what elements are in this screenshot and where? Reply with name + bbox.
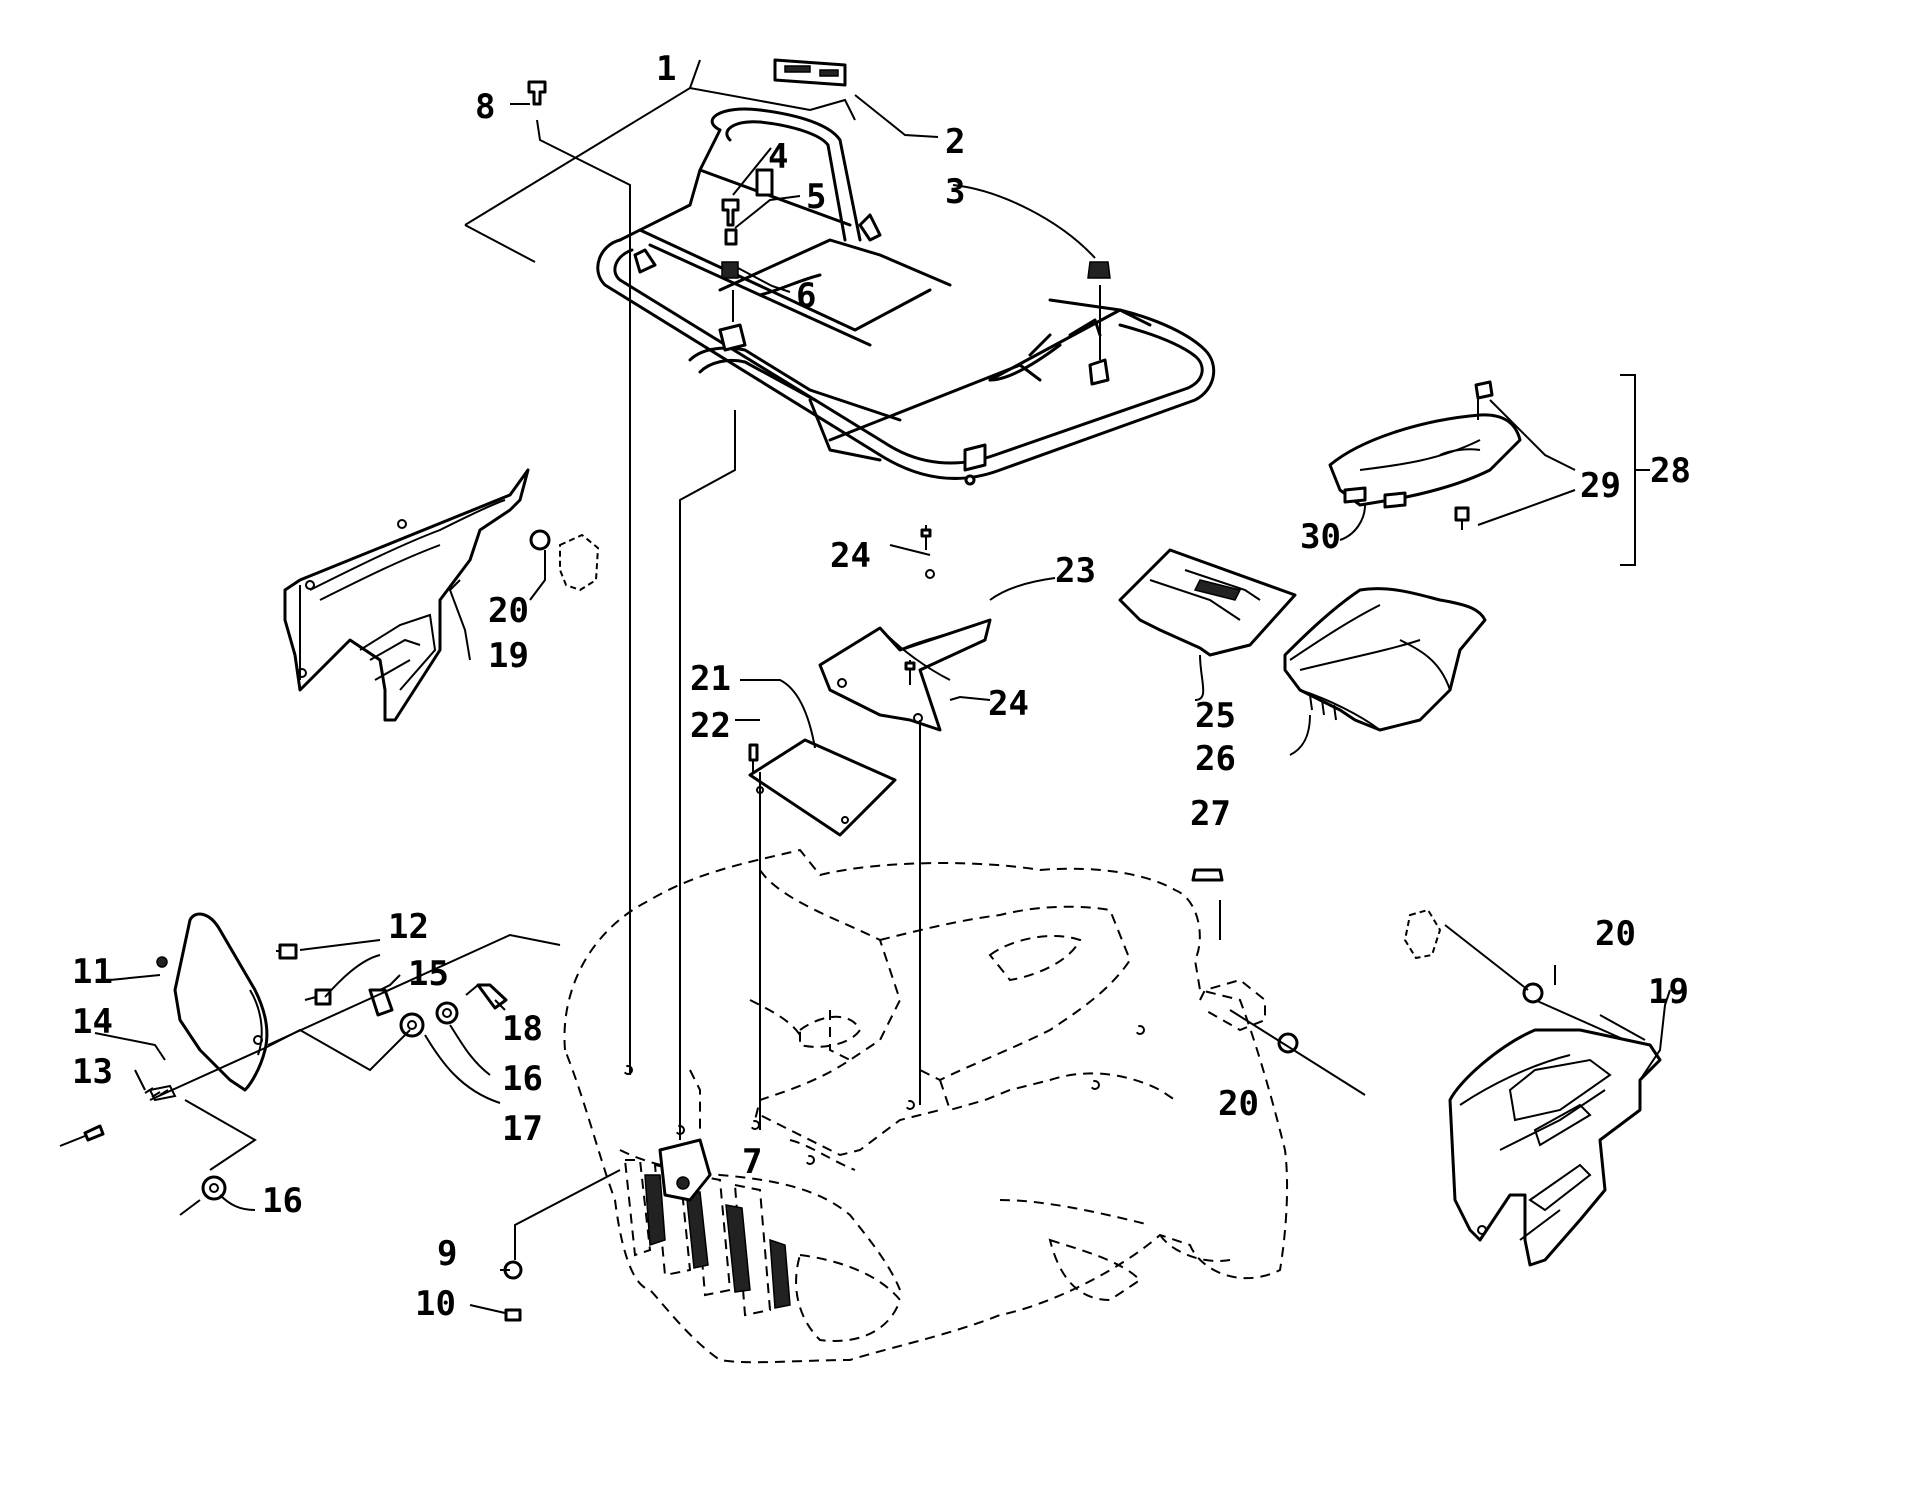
callout-labels: 1 2 3 4 5 6 7 8 9 10 11 12 13 14 15 16 1… xyxy=(72,49,1691,1324)
screw-22 xyxy=(748,743,759,772)
callout-2: 2 xyxy=(945,122,965,162)
callout-23: 23 xyxy=(1055,551,1096,591)
spring-screw-13-14 xyxy=(59,1084,177,1147)
push-clip-3 xyxy=(1087,261,1111,279)
adjust-screws-12 xyxy=(276,943,332,1006)
callout-7: 7 xyxy=(742,1142,762,1182)
headlight-assembly xyxy=(156,912,269,1092)
label-decal xyxy=(773,58,847,87)
callout-19a: 19 xyxy=(488,636,529,676)
callout-14: 14 xyxy=(72,1002,113,1042)
callout-12: 12 xyxy=(388,907,429,947)
callout-20b: 20 xyxy=(1595,914,1636,954)
callout-27: 27 xyxy=(1190,794,1231,834)
bracket-23 xyxy=(818,569,992,732)
callout-4: 4 xyxy=(768,137,788,177)
callout-1: 1 xyxy=(656,49,676,89)
callout-6: 6 xyxy=(796,276,816,316)
storage-lid xyxy=(1328,380,1522,530)
callout-8: 8 xyxy=(475,87,495,127)
callout-20a: 20 xyxy=(488,591,529,631)
callout-17: 17 xyxy=(502,1109,543,1149)
callout-25: 25 xyxy=(1195,696,1236,736)
cover-plate xyxy=(748,738,897,837)
callout-13: 13 xyxy=(72,1052,113,1092)
leader-lines xyxy=(94,59,1671,1314)
callout-18: 18 xyxy=(502,1009,543,1049)
callout-24a: 24 xyxy=(830,536,871,576)
callout-24b: 24 xyxy=(988,684,1029,724)
callout-28: 28 xyxy=(1650,451,1691,491)
callout-30: 30 xyxy=(1300,517,1341,557)
callout-10: 10 xyxy=(415,1284,456,1324)
front-rack xyxy=(596,107,1216,486)
callout-3: 3 xyxy=(945,172,965,212)
callout-5: 5 xyxy=(806,177,826,217)
bolt-spacer-bushing xyxy=(721,198,740,279)
side-panel-right xyxy=(1448,999,1662,1267)
callout-16a: 16 xyxy=(502,1059,543,1099)
mount-7 xyxy=(658,1138,712,1202)
callout-19b: 19 xyxy=(1648,972,1689,1012)
side-panel-left xyxy=(283,468,530,722)
callout-21: 21 xyxy=(690,659,731,699)
callout-16b: 16 xyxy=(262,1181,303,1221)
washer-nut-right xyxy=(1277,908,1544,1054)
callout-9: 9 xyxy=(437,1234,457,1274)
washer-nut-left xyxy=(529,529,600,592)
callout-29: 29 xyxy=(1580,466,1621,506)
callout-11: 11 xyxy=(72,952,113,992)
bolt-8 xyxy=(527,80,547,106)
callout-26: 26 xyxy=(1195,739,1236,779)
cap-27 xyxy=(1191,868,1224,882)
callout-22: 22 xyxy=(690,706,731,746)
screws-24 xyxy=(904,525,932,685)
callout-20c: 20 xyxy=(1218,1084,1259,1124)
storage-box-lid-liner xyxy=(1118,548,1487,732)
callout-15: 15 xyxy=(408,954,449,994)
front-body-fender xyxy=(563,848,1289,1364)
